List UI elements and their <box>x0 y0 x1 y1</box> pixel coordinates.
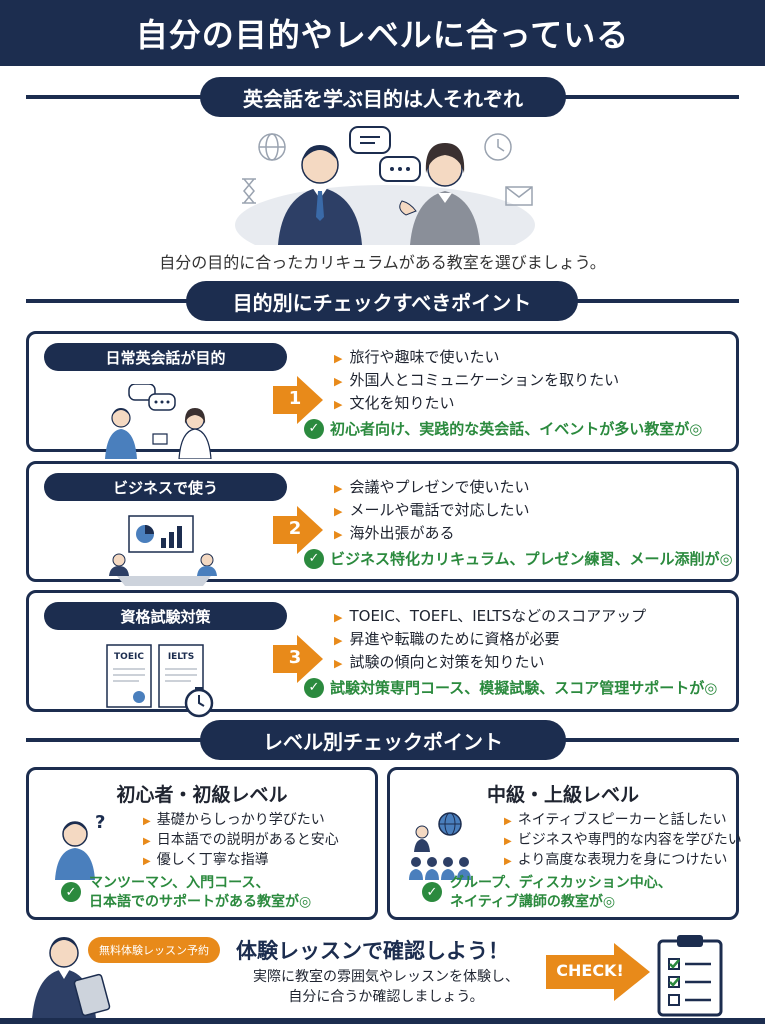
purpose-card-daily: 日常英会話が目的 1 ▶旅行や趣味で使いたい ▶外国人とコミュニケーションを取り… <box>26 331 739 460</box>
check-icon: ✓ <box>304 548 324 569</box>
bottom-bar <box>0 1018 765 1024</box>
triangle-bullet-icon: ▶ <box>504 856 512 867</box>
businessman-figure <box>278 145 362 245</box>
list-item: ▶より高度な表現力を身につけたい <box>504 852 728 868</box>
level-title: 初心者・初級レベル <box>116 784 288 806</box>
presentation-meeting-illustration <box>99 514 229 589</box>
triangle-bullet-icon: ▶ <box>504 816 512 827</box>
triangle-bullet-icon: ▶ <box>334 611 343 624</box>
triangle-bullet-icon: ▶ <box>334 634 343 647</box>
list-item: ▶海外出張がある <box>334 524 455 542</box>
purpose-card-business: ビジネスで使う 2 ▶会議やプレゼンで使いたい ▶メールや電話で対応したい ▶海… <box>26 461 739 586</box>
list-item: ▶外国人とコミュニケーションを取りたい <box>334 371 620 389</box>
list-item: ▶優しく丁寧な指導 <box>143 852 269 868</box>
card-tag: 資格試験対策 <box>44 602 287 630</box>
exam-documents-illustration: TOEIC IELTS <box>99 643 229 718</box>
step-number-arrow: 1 <box>273 376 323 424</box>
list-item: ▶ネイティブスピーカーと話したい <box>504 812 727 828</box>
triangle-bullet-icon: ▶ <box>504 836 512 847</box>
card-tag: 日常英会話が目的 <box>44 343 287 371</box>
section-heading-pill: 目的別にチェックすべきポイント <box>186 281 578 321</box>
trial-lesson-section: 無料体験レッスン予約 体験レッスンで確認しよう！ 実際に教室の雰囲気やレッスンを… <box>0 925 765 1024</box>
check-label: CHECK! <box>556 961 624 980</box>
list-item: ▶文化を知りたい <box>334 394 455 412</box>
check-arrow: CHECK! <box>546 943 650 1001</box>
list-item: ▶旅行や趣味で使いたい <box>334 348 500 366</box>
card-result: ✓ 試験対策専門コース、模擬試験、スコア管理サポートが◎ <box>304 677 717 698</box>
section-heading-purpose: 英会話を学ぶ目的は人それぞれ <box>26 77 739 117</box>
card-result: ✓ 初心者向け、実践的な英会話、イベントが多い教室が◎ <box>304 418 702 439</box>
title-banner: 自分の目的やレベルに合っている <box>0 0 765 66</box>
triangle-bullet-icon: ▶ <box>143 856 151 867</box>
level-result: ✓ グループ、ディスカッション中心、 ネイティブ講師の教室が◎ <box>422 874 672 912</box>
triangle-bullet-icon: ▶ <box>334 375 343 388</box>
step-number: 2 <box>288 518 302 539</box>
triangle-bullet-icon: ▶ <box>334 482 343 495</box>
level-result: ✓ マンツーマン、入門コース、 日本語でのサポートがある教室が◎ <box>61 874 311 912</box>
step-number-arrow: 3 <box>273 635 323 683</box>
tablet-businessman-illustration <box>28 929 118 1019</box>
check-icon: ✓ <box>61 882 81 902</box>
level-point-list: ▶ネイティブスピーカーと話したい ▶ビジネスや専門的な内容を学びたい ▶より高度… <box>504 810 742 870</box>
list-item: ▶TOEIC、TOEFL、IELTSなどのスコアアップ <box>334 607 647 625</box>
ielts-label: IELTS <box>168 652 194 662</box>
triangle-bullet-icon: ▶ <box>334 352 343 365</box>
list-item: ▶会議やプレゼンで使いたい <box>334 478 530 496</box>
page-title: 自分の目的やレベルに合っている <box>135 16 630 54</box>
step-number: 3 <box>288 647 302 668</box>
section-heading-pill: レベル別チェックポイント <box>200 720 566 760</box>
toeic-label: TOEIC <box>114 652 144 662</box>
level-point-list: ▶基礎からしっかり学びたい ▶日本語での説明があると安心 ▶優しく丁寧な指導 <box>143 810 339 870</box>
group-lecture-illustration <box>404 810 474 880</box>
list-item: ▶メールや電話で対応したい <box>334 501 530 519</box>
trial-description: 実際に教室の雰囲気やレッスンを体験し、 自分に合うか確認しましょう。 <box>253 969 519 1005</box>
section-subtext: 自分の目的に合ったカリキュラムがある教室を選びましょう。 <box>159 253 606 272</box>
list-item: ▶日本語での説明があると安心 <box>143 832 339 848</box>
svg-text:?: ? <box>95 812 105 833</box>
triangle-bullet-icon: ▶ <box>334 528 343 541</box>
level-card-beginner: 初心者・初級レベル ? ▶基礎からしっかり学びたい ▶日本語での説明があると安心… <box>26 767 378 920</box>
step-number-arrow: 2 <box>273 506 323 554</box>
list-item: ▶試験の傾向と対策を知りたい <box>334 653 545 671</box>
card-result: ✓ ビジネス特化カリキュラム、プレゼン練習、メール添削が◎ <box>304 548 733 569</box>
step-number: 1 <box>288 388 302 409</box>
check-icon: ✓ <box>422 882 442 902</box>
thinking-person-illustration: ? <box>43 810 113 880</box>
chat-people-illustration <box>99 383 229 460</box>
card-point-list: ▶旅行や趣味で使いたい ▶外国人とコミュニケーションを取りたい ▶文化を知りたい <box>334 346 619 415</box>
list-item: ▶ビジネスや専門的な内容を学びたい <box>504 832 742 848</box>
mail-icon <box>505 186 533 206</box>
businesswoman-figure <box>399 143 480 245</box>
triangle-bullet-icon: ▶ <box>334 657 343 670</box>
section-heading-by-purpose: 目的別にチェックすべきポイント <box>26 281 739 321</box>
free-trial-booking-button[interactable]: 無料体験レッスン予約 <box>88 937 220 963</box>
check-icon: ✓ <box>304 418 324 439</box>
section-heading-by-level: レベル別チェックポイント <box>26 720 739 760</box>
triangle-bullet-icon: ▶ <box>334 505 343 518</box>
speech-bubble-icon <box>349 126 421 182</box>
globe-icon <box>258 133 286 161</box>
card-point-list: ▶TOEIC、TOEFL、IELTSなどのスコアアップ ▶昇進や転職のために資格… <box>334 605 646 674</box>
hourglass-icon <box>242 178 256 204</box>
section-heading-pill: 英会話を学ぶ目的は人それぞれ <box>200 77 566 117</box>
level-card-advanced: 中級・上級レベル ▶ネイティブスピーカーと話したい ▶ビジネスや専門的な内容を学… <box>387 767 742 920</box>
trial-title: 体験レッスンで確認しよう！ <box>236 939 509 963</box>
list-item: ▶基礎からしっかり学びたい <box>143 812 325 828</box>
check-icon: ✓ <box>304 677 324 698</box>
triangle-bullet-icon: ▶ <box>143 816 151 827</box>
triangle-bullet-icon: ▶ <box>143 836 151 847</box>
card-point-list: ▶会議やプレゼンで使いたい ▶メールや電話で対応したい ▶海外出張がある <box>334 476 529 545</box>
purpose-card-exam: 資格試験対策 TOEIC IELTS 3 ▶TOEIC、TOEFL、IELTSな… <box>26 590 739 718</box>
card-tag: ビジネスで使う <box>44 473 287 501</box>
triangle-bullet-icon: ▶ <box>334 398 343 411</box>
clipboard-checklist-icon <box>655 933 727 1017</box>
clock-icon <box>484 133 512 161</box>
conversation-illustration <box>220 125 550 265</box>
level-title: 中級・上級レベル <box>486 784 639 806</box>
list-item: ▶昇進や転職のために資格が必要 <box>334 630 560 648</box>
